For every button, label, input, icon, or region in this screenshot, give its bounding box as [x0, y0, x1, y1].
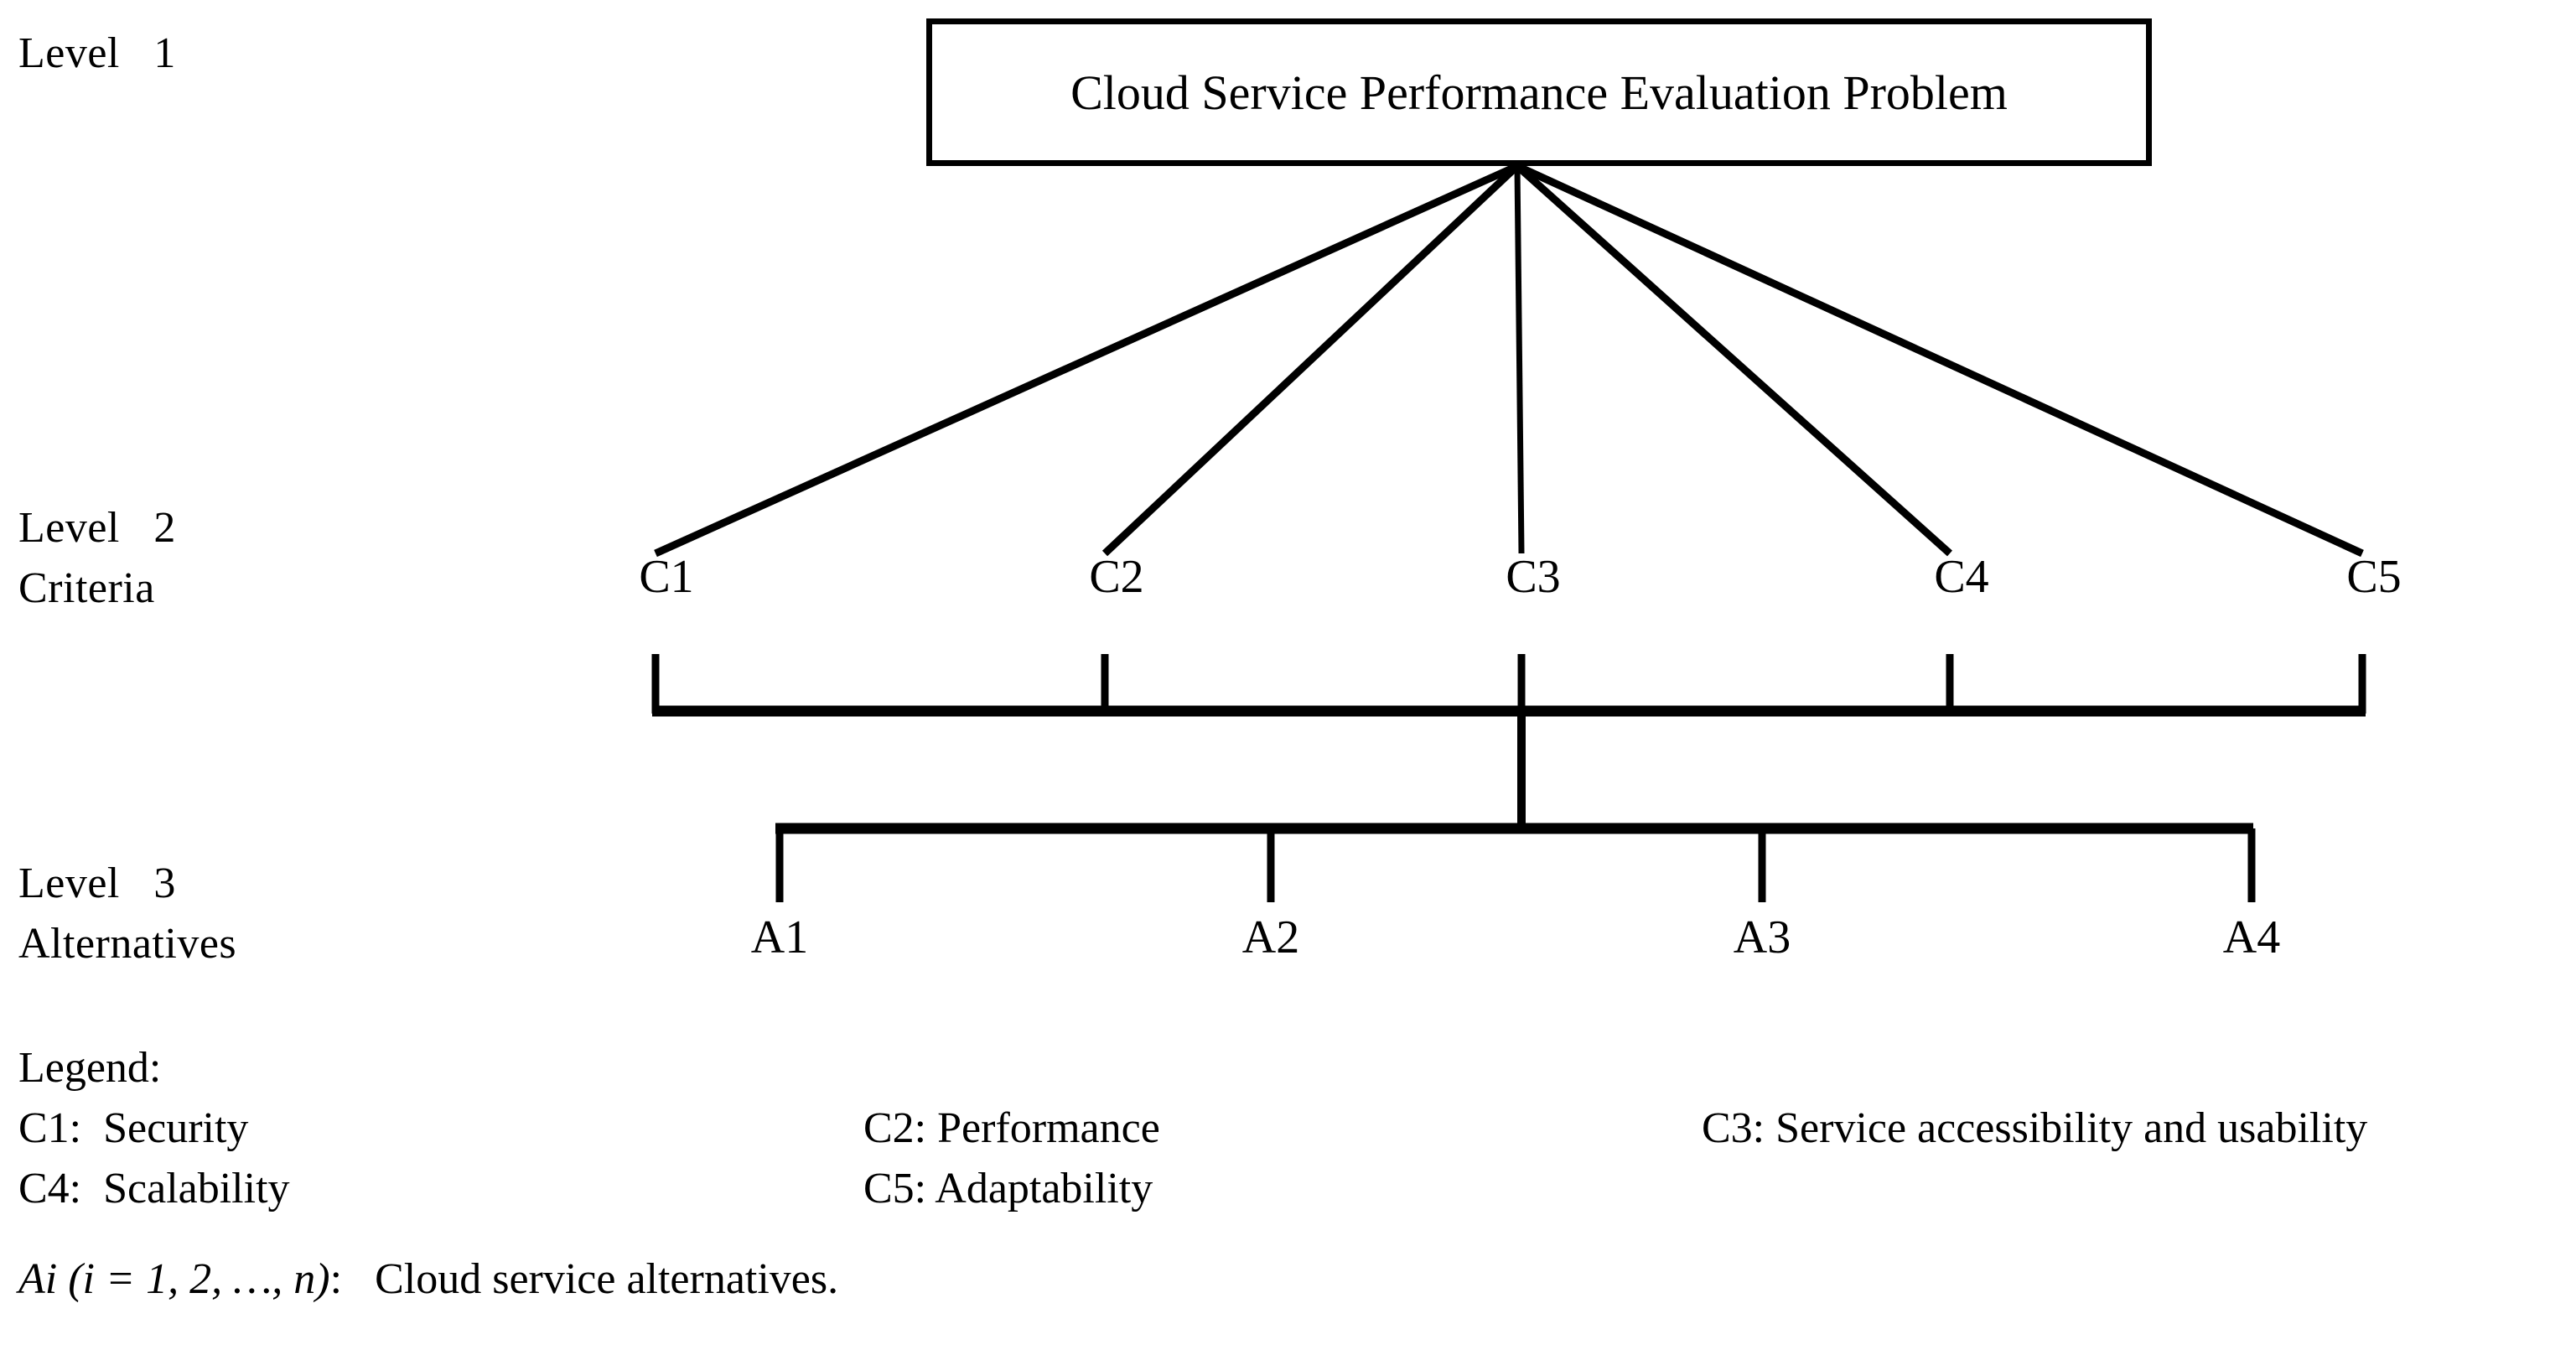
level-3-subcaption: Alternatives — [18, 920, 237, 968]
criteria-stems — [651, 654, 2366, 714]
alternatives-note: Ai (i = 1, 2, …, n): Cloud service alter… — [18, 1258, 838, 1301]
edge-root-c2 — [1101, 163, 1521, 557]
alternative-stems — [775, 828, 2256, 902]
level-3-caption: Level 3 — [18, 859, 176, 907]
root-goal-box[interactable]: Cloud Service Performance Evaluation Pro… — [926, 18, 2152, 166]
level-2-subcaption: Criteria — [18, 564, 155, 612]
alternatives-note-symbol: Ai — [18, 1255, 58, 1303]
alternatives-note-index-range: (i = 1, 2, …, n) — [68, 1255, 330, 1303]
criterion-node-c5[interactable]: C5 — [2346, 551, 2402, 603]
legend-heading: Legend: — [18, 1044, 162, 1092]
edge-root-c4 — [1514, 163, 1953, 557]
legend-entry-c5: C5: Adaptability — [863, 1165, 1153, 1212]
root-goal-label: Cloud Service Performance Evaluation Pro… — [1070, 65, 2008, 120]
legend-entry-c3: C3: Service accessibility and usability — [1702, 1104, 2368, 1152]
edge-root-c5 — [1516, 162, 2364, 558]
alternative-node-a4[interactable]: A4 — [2222, 911, 2281, 963]
alternatives-note-description: : Cloud service alternatives. — [329, 1255, 839, 1303]
level-1-caption: Level 1 — [18, 29, 176, 77]
alternative-node-a2[interactable]: A2 — [1241, 911, 1300, 963]
edge-root-c3 — [1514, 165, 1525, 554]
alternative-node-a3[interactable]: A3 — [1733, 911, 1791, 963]
edge-root-c1 — [654, 162, 1519, 558]
root-to-criteria-edges — [654, 162, 2364, 558]
legend-entry-c1: C1: Security — [18, 1104, 249, 1152]
legend-entry-c2: C2: Performance — [863, 1104, 1160, 1152]
level-2-caption: Level 2 — [18, 504, 176, 552]
criterion-node-c2[interactable]: C2 — [1089, 551, 1144, 603]
criterion-node-c1[interactable]: C1 — [639, 551, 694, 603]
criterion-node-c3[interactable]: C3 — [1506, 551, 1561, 603]
criterion-node-c4[interactable]: C4 — [1934, 551, 1989, 603]
legend-entry-c4: C4: Scalability — [18, 1165, 290, 1212]
alternative-node-a1[interactable]: A1 — [750, 911, 809, 963]
